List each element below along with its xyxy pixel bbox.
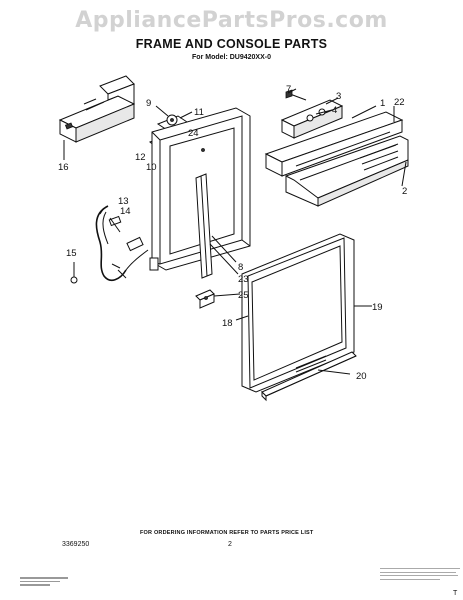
callout-8: 8 xyxy=(238,262,243,273)
callout-24: 24 xyxy=(188,128,199,139)
callout-20: 20 xyxy=(356,371,367,382)
callout-3: 3 xyxy=(336,91,341,102)
part-16-control-module xyxy=(58,75,136,160)
callout-25: 25 xyxy=(238,290,249,301)
part-20-trim-strip xyxy=(261,351,357,402)
model-subtitle: For Model: DU9420XX-0 xyxy=(192,54,271,61)
callout-4: 4 xyxy=(332,105,337,116)
callout-22: 22 xyxy=(394,97,405,108)
part-25-bracket xyxy=(195,289,215,309)
page-number: 2 xyxy=(228,541,232,548)
site-watermark: AppliancePartsPros.com xyxy=(75,8,388,33)
callout-19: 19 xyxy=(372,302,383,313)
part-13-14-15-wire-harness xyxy=(70,205,149,284)
callout-14: 14 xyxy=(120,206,131,217)
callout-15: 15 xyxy=(66,248,77,259)
document-number: 3369250 xyxy=(62,541,90,548)
callout-9: 9 xyxy=(146,98,151,109)
callout-11: 11 xyxy=(194,107,204,118)
callout-13: 13 xyxy=(118,196,129,207)
callout-18: 18 xyxy=(222,318,233,329)
callout-leaders xyxy=(99,88,407,375)
callout-12: 12 xyxy=(135,152,146,163)
part-3-4-7-console-bracket xyxy=(280,89,344,139)
corner-mark: T xyxy=(453,590,458,597)
callout-23: 23 xyxy=(238,274,249,285)
part-8-door-strip xyxy=(195,173,213,279)
callout-10: 10 xyxy=(146,162,157,173)
ordering-info-note: FOR ORDERING INFORMATION REFER TO PARTS … xyxy=(140,530,314,536)
part-1-2-22-console-panel xyxy=(264,111,409,207)
fine-print-left xyxy=(20,577,70,588)
callout-7: 7 xyxy=(286,84,291,95)
diagram-title: FRAME AND CONSOLE PARTS xyxy=(135,37,328,51)
part-18-19-outer-door-panel xyxy=(241,233,355,393)
fine-print-right xyxy=(380,568,462,582)
callout-16: 16 xyxy=(58,162,69,173)
callout-2: 2 xyxy=(402,186,407,197)
callout-1: 1 xyxy=(380,98,385,109)
